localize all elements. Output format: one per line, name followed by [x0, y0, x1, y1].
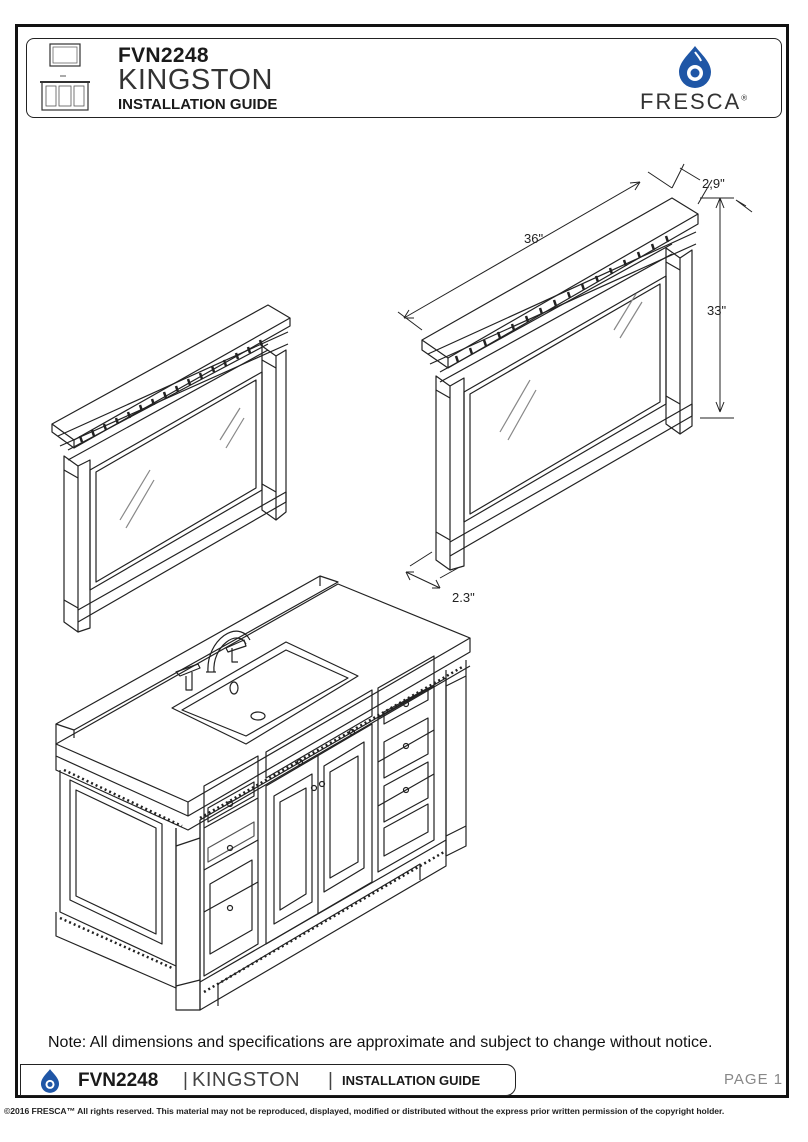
header-box	[26, 38, 782, 118]
product-thumbnail-icon	[40, 43, 90, 111]
dimension-depth-label: 2,9"	[702, 176, 725, 191]
footer-guide-title: INSTALLATION GUIDE	[342, 1073, 481, 1088]
left-mirror	[51, 304, 291, 633]
copyright-notice: ©2016 FRESCA™ All rights reserved. This …	[4, 1106, 725, 1116]
header-product-name: KINGSTON	[118, 64, 273, 96]
header-guide-title: INSTALLATION GUIDE	[118, 96, 278, 113]
dimension-lines	[397, 163, 753, 589]
right-mirror	[421, 197, 699, 571]
dimension-height-label: 33"	[707, 303, 727, 318]
fresca-drop-logo-icon	[679, 46, 711, 88]
header-model: FVN2248	[118, 44, 209, 67]
footer-box	[20, 1064, 516, 1096]
dimension-width-label: 36"	[524, 231, 544, 246]
footer-separator: |	[183, 1070, 188, 1091]
footer-product-name: KINGSTON	[192, 1069, 301, 1091]
brand-name: FRESCA®	[640, 89, 748, 114]
page-number: PAGE 1	[724, 1071, 784, 1088]
dimension-frame-width-label: 2.3"	[452, 590, 475, 605]
vanity-cabinet	[55, 575, 471, 1011]
page-border	[15, 24, 789, 1098]
disclaimer-note: Note: All dimensions and specifications …	[48, 1034, 713, 1051]
fresca-drop-logo-icon	[40, 1069, 60, 1093]
footer-model: FVN2248	[78, 1070, 159, 1091]
footer-separator: |	[328, 1070, 333, 1091]
